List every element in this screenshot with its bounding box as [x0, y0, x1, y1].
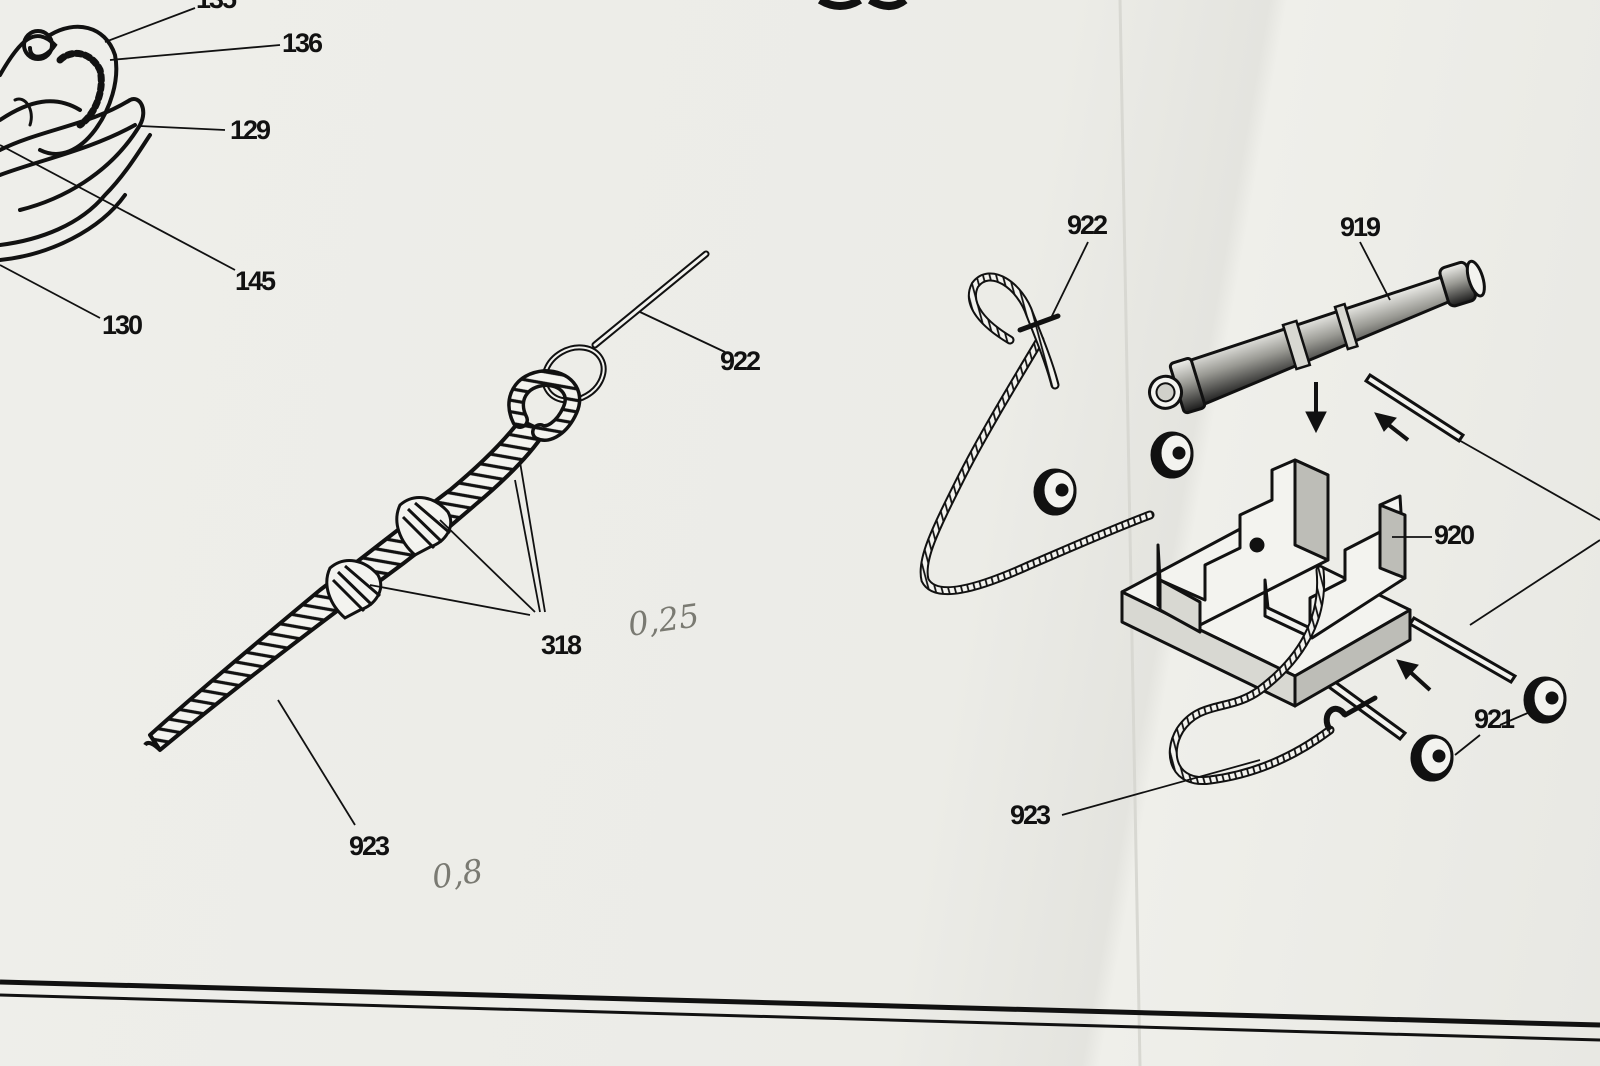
callout-919: 919 [1340, 212, 1381, 242]
callout-921: 921 [1474, 704, 1515, 734]
barrel-919 [1148, 259, 1486, 415]
top-left-leader-lines [0, 7, 281, 319]
handwritten-note-0-25: 0,25 [625, 596, 702, 644]
callout-129: 129 [230, 115, 271, 145]
callout-130: 130 [102, 310, 143, 340]
callout-318: 318 [541, 630, 582, 660]
callout-136: 136 [282, 28, 323, 58]
seizing-318 [325, 496, 453, 620]
rope-detail-drawing [143, 250, 710, 752]
callout-923-rope-detail: 923 [349, 831, 390, 861]
callout-145: 145 [235, 266, 276, 296]
bottom-border [0, 979, 1600, 1042]
top-left-fitting-drawing [0, 24, 152, 262]
heading-fragment [817, 0, 908, 10]
wheels-921 [1033, 431, 1567, 782]
callout-922-rope-detail: 922 [720, 346, 761, 376]
cannon-assembly-leaders [1049, 241, 1600, 816]
cannon-assembly-drawing [919, 259, 1567, 785]
callout-920: 920 [1434, 520, 1475, 550]
callout-922-assembly: 922 [1067, 210, 1108, 240]
callout-923-assembly: 923 [1010, 800, 1051, 830]
assembly-arrows [1305, 382, 1432, 692]
rope-923-with-pin [919, 335, 1155, 596]
carriage-920 [1120, 458, 1412, 708]
paper-fold-line [1118, 0, 1142, 1066]
rope-detail-leaders [277, 311, 726, 826]
handwritten-note-0-8: 0,8 [429, 851, 486, 897]
callout-135: 135 [196, 0, 237, 13]
